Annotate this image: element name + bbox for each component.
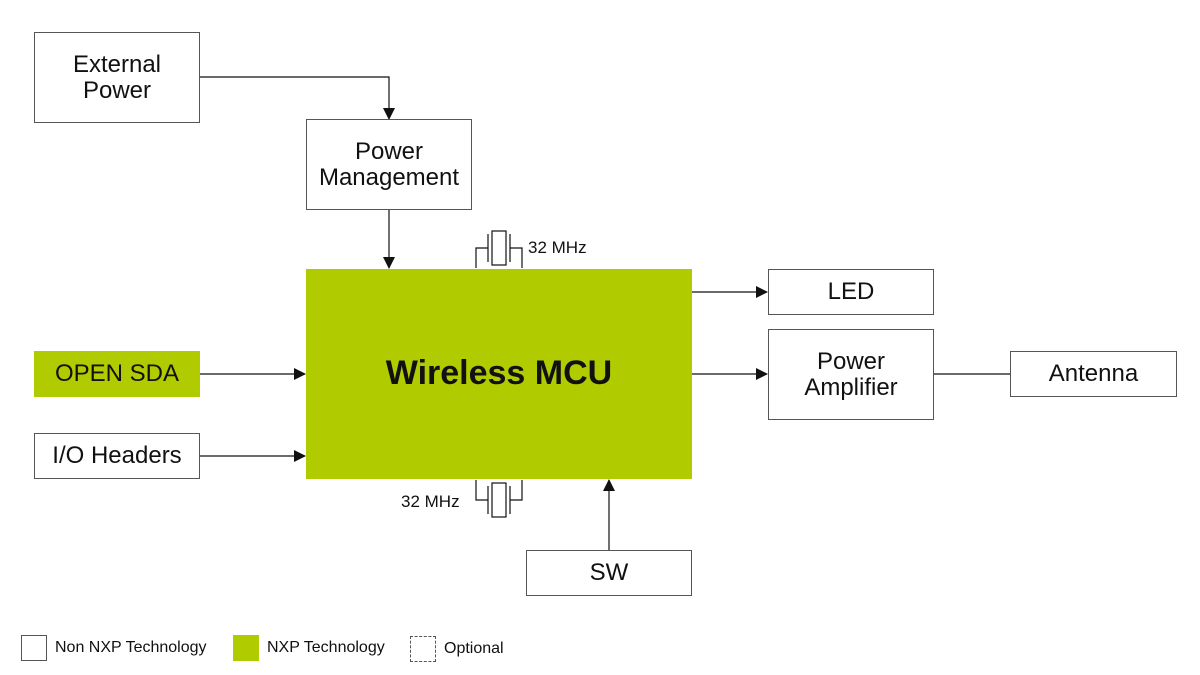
crystal-bottom-icon: [475, 480, 523, 518]
sw-block: SW: [526, 550, 692, 596]
led-label: LED: [827, 278, 875, 306]
external-power-label: External Power: [72, 51, 162, 104]
power-amplifier-block: Power Amplifier: [768, 329, 934, 420]
legend-optional-swatch: [410, 636, 436, 662]
wire-external-to-pm: [200, 76, 395, 120]
legend-optional-label: Optional: [444, 640, 504, 657]
legend-non-nxp-swatch: [21, 635, 47, 661]
legend-nxp: NXP Technology: [233, 635, 385, 661]
legend-optional: Optional: [410, 636, 504, 662]
open-sda-block: OPEN SDA: [34, 351, 200, 397]
sw-label: SW: [589, 559, 629, 587]
wireless-mcu-label: Wireless MCU: [385, 354, 613, 393]
legend-nxp-swatch: [233, 635, 259, 661]
antenna-block: Antenna: [1010, 351, 1177, 397]
io-headers-label: I/O Headers: [52, 442, 182, 470]
legend-nxp-label: NXP Technology: [267, 639, 385, 656]
external-power-block: External Power: [34, 32, 200, 123]
crystal-top-frequency: 32 MHz: [528, 238, 587, 257]
power-management-block: Power Management: [306, 119, 472, 210]
power-management-label: Power Management: [318, 138, 460, 191]
crystal-bottom-frequency: 32 MHz: [401, 492, 460, 511]
open-sda-label: OPEN SDA: [54, 360, 180, 388]
led-block: LED: [768, 269, 934, 315]
antenna-label: Antenna: [1048, 360, 1139, 388]
wireless-mcu-block: Wireless MCU: [306, 269, 692, 479]
legend-non-nxp: Non NXP Technology: [21, 635, 207, 661]
io-headers-block: I/O Headers: [34, 433, 200, 479]
power-amplifier-label: Power Amplifier: [804, 348, 898, 401]
crystal-top-icon: [475, 230, 523, 268]
legend-non-nxp-label: Non NXP Technology: [55, 639, 207, 656]
